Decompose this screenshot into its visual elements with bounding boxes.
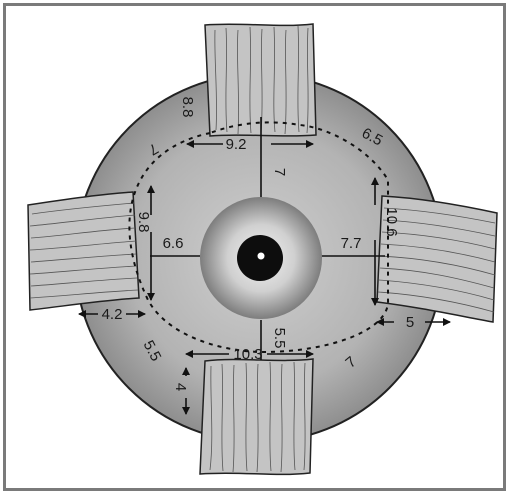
label-gap-medial: 4.2 xyxy=(102,306,123,323)
pupil-highlight xyxy=(258,253,265,260)
inferior-rectus-muscle xyxy=(200,359,313,474)
medial-rectus-muscle xyxy=(28,192,139,310)
label-inferior-width: 10.3 xyxy=(233,346,262,363)
label-superior-limbus: 7 xyxy=(271,168,288,176)
label-gap-inferior: 4 xyxy=(172,383,189,391)
label-superior-insertion: 8.8 xyxy=(179,97,196,118)
label-gap-lateral: 5 xyxy=(406,314,414,331)
label-superior-width: 9.2 xyxy=(226,136,247,153)
label-lateral-width: 10.6 xyxy=(383,207,400,236)
label-lateral-limbus: 7.7 xyxy=(341,235,362,252)
label-inferior-limbus: 5.5 xyxy=(271,328,288,349)
label-medial-width: 9.8 xyxy=(135,212,152,233)
label-medial-limbus: 6.6 xyxy=(163,235,184,252)
